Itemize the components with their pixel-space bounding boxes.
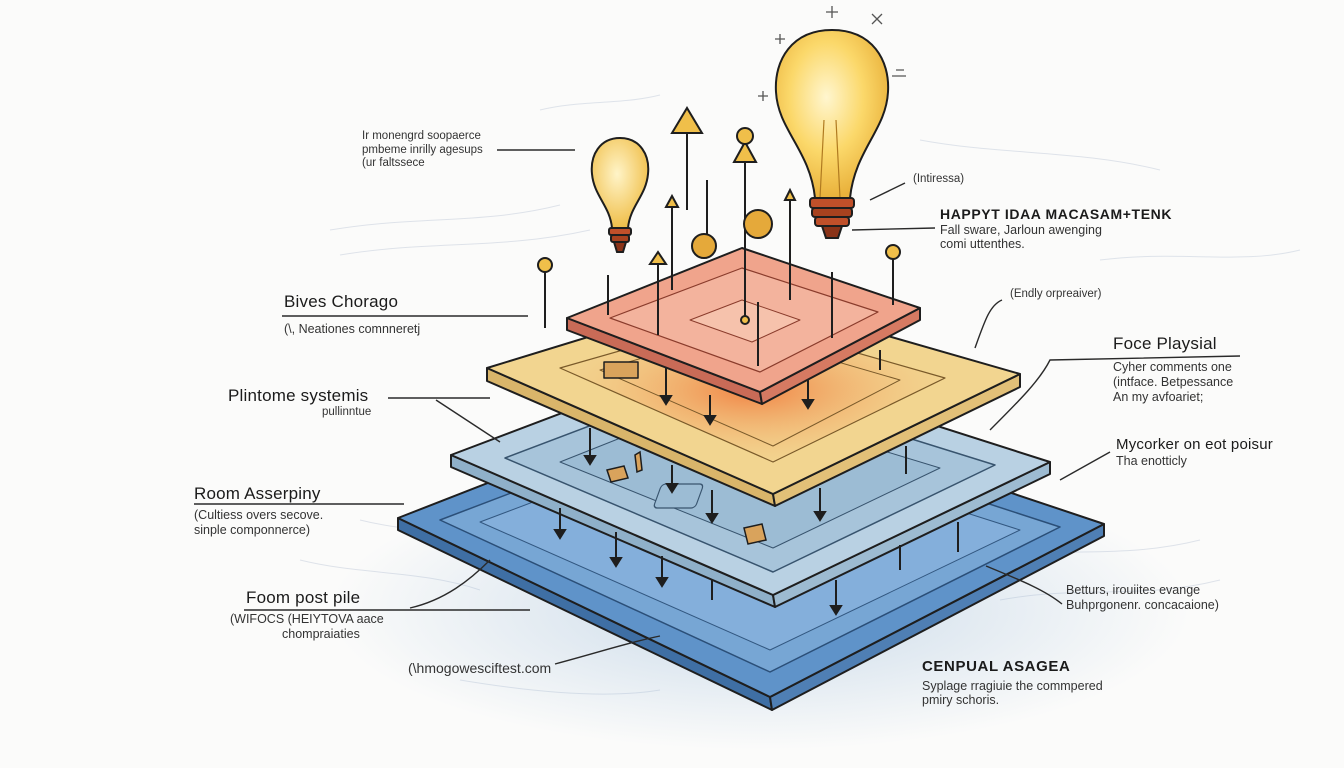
note-top-left-line1: Ir monengrd soopaerce: [362, 130, 481, 142]
foom-label: Foom post pile (WIFOCS (HEIYTOVA aace ch…: [230, 588, 384, 642]
mycorker-title: Mycorker on eot poisur: [1116, 436, 1273, 453]
happy-idea-title: HAPPYT IDAA MACASAM+TENK: [940, 206, 1173, 222]
foom-title: Foom post pile: [246, 588, 361, 607]
bulb-note: (Intiressa): [913, 173, 965, 185]
plintome-sub: pullinntue: [322, 406, 372, 419]
cenpual-line2: pmiry schoris.: [922, 693, 1000, 708]
happy-idea-line1: Fall sware, Jarloun awenging: [940, 222, 1102, 237]
foce-label: Foce Playsial Cyher comments one (intfac…: [1113, 334, 1233, 404]
small-blocks: [606, 450, 767, 545]
cenpual-title: CENPUAL ASAGEA: [922, 658, 1071, 675]
link-label: (\hmogowesciftest.com: [408, 660, 552, 676]
foom-line1: (WIFOCS (HEIYTOVA aace: [230, 612, 384, 627]
room-title: Room Asserpiny: [194, 484, 321, 503]
leader-lines: [194, 149, 1241, 665]
note-top-left-line3: (ur faltssece: [362, 157, 425, 170]
foce-line2: (intface. Betpessance: [1113, 374, 1234, 389]
mycorker-sub: Tha enotticly: [1116, 453, 1187, 468]
room-line1: (Cultiess overs secove.: [194, 508, 324, 523]
betturs-label: Betturs, irouiites evange Buhprgonenr. c…: [1066, 583, 1219, 613]
blues-sub: (\, Neationes comnneretj: [284, 322, 421, 337]
room-line2: sinple componnerce): [194, 522, 311, 537]
small-lightbulb-icon: [590, 136, 650, 253]
top-pins: [537, 106, 901, 366]
foom-line2: chompraiaties: [282, 626, 360, 641]
note-top-left: Ir monengrd soopaerce pmbeme inrilly age…: [362, 130, 483, 171]
blues-title: Bives Chorago: [284, 292, 399, 311]
sparkle-icons: [758, 6, 906, 101]
plintome-title: Plintome systemis: [228, 386, 369, 405]
cenpual-line1: Syplage rragiuie the commpered: [922, 678, 1103, 693]
happy-idea-label: HAPPYT IDAA MACASAM+TENK Fall sware, Jar…: [940, 206, 1172, 252]
foce-title: Foce Playsial: [1113, 334, 1217, 353]
mycorker-label: Mycorker on eot poisur Tha enotticly: [1116, 436, 1273, 468]
happy-idea-line2: comi uttenthes.: [940, 237, 1025, 252]
blues-label: Bives Chorago (\, Neationes comnneretj: [284, 292, 420, 337]
betturs-line1: Betturs, irouiites evange: [1066, 583, 1201, 597]
large-lightbulb-icon: [774, 28, 890, 239]
cenpual-label: CENPUAL ASAGEA Syplage rragiuie the comm…: [922, 658, 1103, 708]
endly-note: (Endly orpreaiver): [1010, 288, 1102, 300]
plintome-label: Plintome systemis pullinntue: [228, 386, 371, 420]
foce-line3: An my avfoariet;: [1113, 389, 1204, 404]
note-top-left-line2: pmbeme inrilly agesups: [362, 143, 483, 156]
betturs-line2: Buhprgonenr. concacaione): [1066, 597, 1219, 612]
layer-connector-pins: [553, 350, 959, 616]
room-label: Room Asserpiny (Cultiess overs secove. s…: [194, 484, 323, 538]
foce-line1: Cyher comments one: [1113, 360, 1232, 375]
